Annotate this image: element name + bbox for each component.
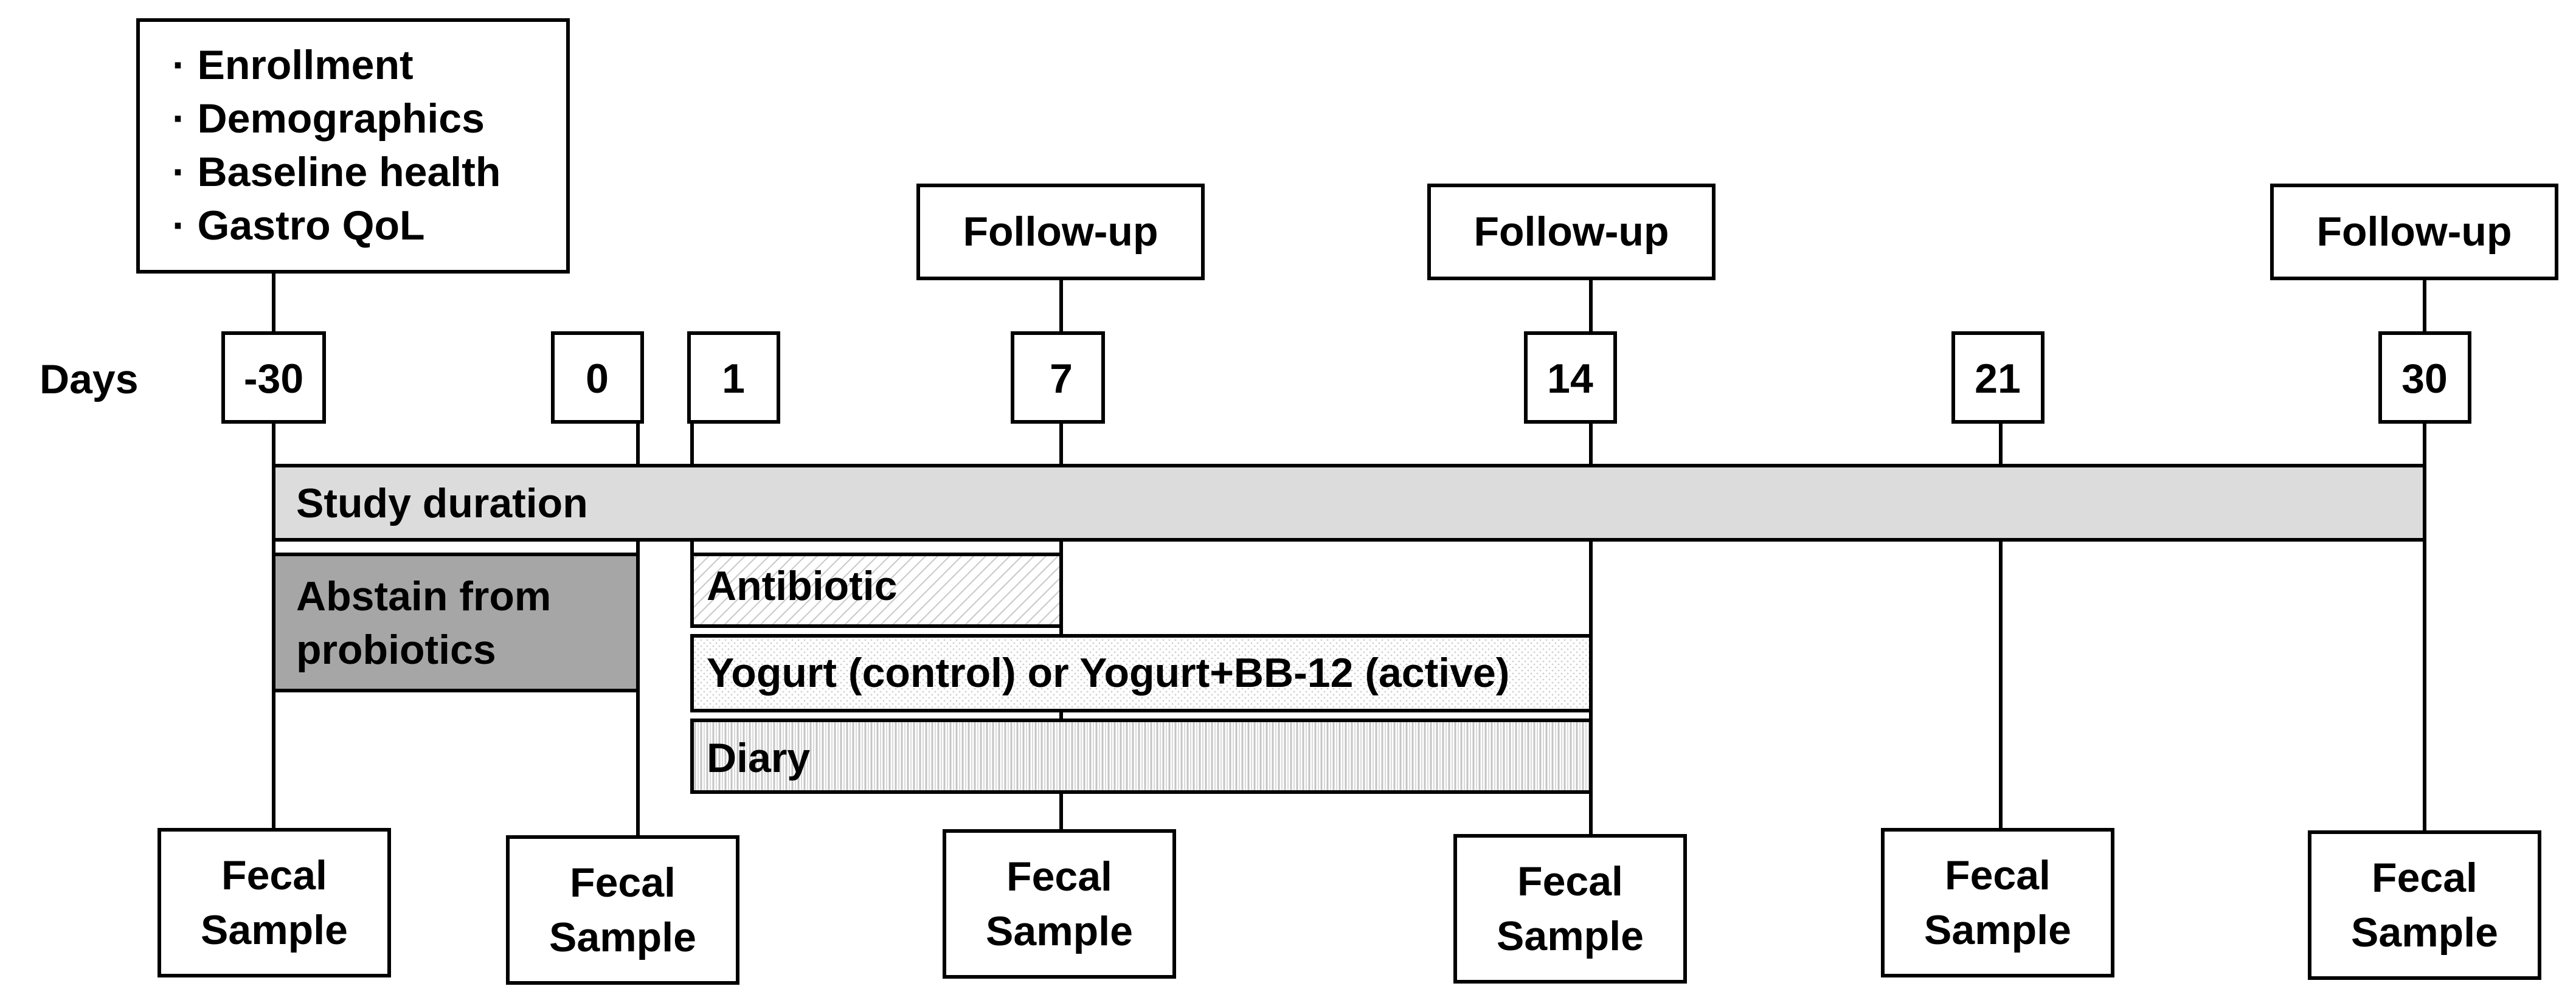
- day-box-30: 30: [2378, 331, 2471, 424]
- day-value: 21: [1975, 356, 2021, 402]
- fecal-sample-box-day-14: Fecal Sample: [1453, 834, 1687, 984]
- sample-label: Sample: [2351, 909, 2498, 956]
- antibiotic-bar: Antibiotic: [690, 553, 1063, 628]
- demographics-item: · Demographics: [172, 95, 485, 142]
- day-value: 7: [1050, 356, 1073, 402]
- day-box-1: 1: [687, 331, 780, 424]
- study-duration-bar: Study duration: [272, 464, 2426, 542]
- fecal-label: Fecal: [2372, 855, 2477, 901]
- follow-up-box-day-30: Follow-up: [2270, 184, 2558, 280]
- day-value: 30: [2401, 356, 2448, 402]
- fecal-label: Fecal: [1006, 853, 1112, 900]
- abstain-probiotics-bar: Abstain from probiotics: [272, 553, 640, 692]
- fecal-sample-box-day-7: Fecal Sample: [943, 829, 1176, 979]
- follow-up-label: Follow-up: [963, 209, 1158, 255]
- day-box-21: 21: [1951, 331, 2045, 424]
- sample-label: Sample: [201, 907, 348, 953]
- antibiotic-label: Antibiotic: [707, 563, 898, 609]
- yogurt-bar: Yogurt (control) or Yogurt+BB-12 (active…: [690, 634, 1593, 712]
- follow-up-label: Follow-up: [1473, 209, 1669, 255]
- study-duration-label: Study duration: [296, 480, 588, 526]
- day-box-minus-30: -30: [221, 331, 326, 424]
- enrollment-box: · Enrollment · Demographics · Baseline h…: [136, 18, 570, 274]
- fecal-sample-box-day-0: Fecal Sample: [506, 835, 739, 985]
- sample-label: Sample: [549, 914, 696, 960]
- enrollment-item: · Enrollment: [172, 42, 414, 88]
- sample-label: Sample: [1497, 913, 1644, 959]
- day-box-7: 7: [1011, 331, 1105, 424]
- fecal-sample-box-day-30: Fecal Sample: [2308, 830, 2541, 980]
- day-box-0: 0: [551, 331, 644, 424]
- diary-bar: Diary: [690, 719, 1593, 794]
- fecal-label: Fecal: [1517, 858, 1623, 905]
- day-value: 14: [1547, 356, 1593, 402]
- day-box-14: 14: [1524, 331, 1617, 424]
- fecal-sample-box-day-21: Fecal Sample: [1881, 828, 2114, 977]
- follow-up-label: Follow-up: [2316, 209, 2512, 255]
- diary-label: Diary: [707, 735, 810, 781]
- days-label: Days: [40, 356, 139, 402]
- fecal-sample-box-day-minus-30: Fecal Sample: [158, 828, 391, 977]
- day-value: 1: [722, 356, 745, 402]
- fecal-label: Fecal: [570, 860, 676, 906]
- sample-label: Sample: [986, 908, 1133, 954]
- abstain-label-line-2: probiotics: [296, 627, 496, 673]
- follow-up-box-day-7: Follow-up: [916, 184, 1205, 280]
- baseline-health-item: · Baseline health: [172, 149, 500, 195]
- sample-label: Sample: [1924, 907, 2071, 953]
- fecal-label: Fecal: [1945, 852, 2051, 898]
- abstain-label-line-1: Abstain from: [296, 573, 551, 619]
- yogurt-label: Yogurt (control) or Yogurt+BB-12 (active…: [707, 650, 1509, 696]
- top-connectors: [272, 272, 2426, 333]
- day-value: 0: [586, 356, 609, 402]
- day-value: -30: [244, 356, 303, 402]
- follow-up-box-day-14: Follow-up: [1427, 184, 1716, 280]
- fecal-label: Fecal: [221, 852, 327, 898]
- gastro-qol-item: · Gastro QoL: [172, 202, 425, 249]
